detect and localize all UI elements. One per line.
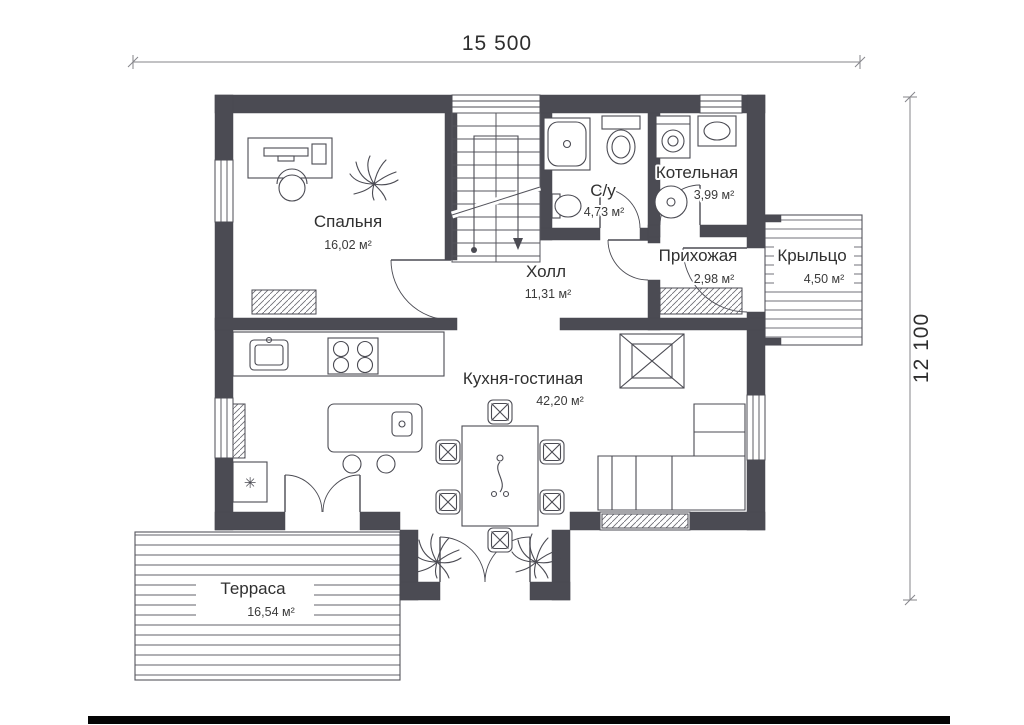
- dimension-height-label: 12 100: [910, 313, 933, 383]
- fireplace: [619, 333, 685, 389]
- desk-chair: [276, 168, 308, 202]
- room-area-boiler: 3,99 м²: [694, 188, 735, 202]
- windows: [214, 94, 766, 531]
- table-centerpiece: [490, 454, 510, 498]
- radiator: [251, 289, 317, 315]
- room-label-kitchen-living: Кухня-гостиная: [463, 369, 583, 388]
- room-area-kitchen-living: 42,20 м²: [536, 394, 584, 408]
- window-top-boiler: [699, 94, 743, 114]
- bay-double-door: [439, 536, 531, 583]
- boiler-sink: [697, 115, 737, 147]
- dining-set: [435, 399, 565, 553]
- toilet: [601, 115, 641, 165]
- dining-chair: [487, 527, 513, 553]
- room-label-bedroom: Спальня: [314, 212, 382, 231]
- dining-chair: [539, 489, 565, 515]
- plant-icon: [412, 533, 462, 579]
- room-label-terrace: Терраса: [220, 579, 286, 598]
- bathroom-fixtures: [543, 115, 641, 219]
- room-area-terrace: 16,54 м²: [247, 605, 295, 619]
- bar-stool: [342, 454, 362, 474]
- kitchen-island: [327, 403, 423, 474]
- dimension-width-label: 15 500: [462, 32, 532, 55]
- window-left-kitchen: [214, 397, 234, 459]
- living-furniture: [597, 333, 746, 511]
- room-labels: Спальня 16,02 м² С/у 4,73 м² Котельная 3…: [196, 161, 854, 622]
- kitchen-fixtures: ✳: [232, 331, 445, 503]
- washing-machine: [655, 115, 691, 159]
- water-tank: [654, 185, 688, 219]
- dimension-right: 12 100: [903, 91, 933, 606]
- bedroom-furniture: [247, 137, 399, 315]
- entry-to-hall-door: [607, 239, 649, 281]
- radiator: [659, 287, 743, 315]
- dining-chair: [487, 399, 513, 425]
- room-area-bedroom: 16,02 м²: [324, 238, 372, 252]
- radiator: [232, 403, 246, 459]
- room-label-porch: Крыльцо: [777, 246, 846, 265]
- bottom-bar: [88, 716, 950, 724]
- bathroom-door: [599, 187, 641, 229]
- window-left-bedroom: [214, 159, 234, 223]
- fridge-symbol: ✳: [244, 474, 257, 492]
- fridge: ✳: [232, 461, 268, 503]
- stove: [327, 337, 379, 375]
- kitchen-sink: [249, 336, 289, 371]
- room-area-hall: 11,31 м²: [525, 287, 572, 301]
- boiler-room-fixtures: [654, 115, 737, 219]
- window-bottom-living: [599, 511, 691, 531]
- window-right-kitchen: [746, 394, 766, 461]
- room-label-hall: Холл: [526, 262, 566, 281]
- dining-chair: [539, 439, 565, 465]
- desk: [247, 137, 333, 179]
- dimension-top: 15 500: [127, 32, 866, 69]
- dining-chair: [435, 489, 461, 515]
- stairs-direction-arrow: [471, 135, 523, 253]
- room-area-entry: 2,98 м²: [694, 272, 735, 286]
- bar-stool: [376, 454, 396, 474]
- room-label-bathroom: С/у: [590, 181, 616, 200]
- room-label-entry: Прихожая: [659, 246, 738, 265]
- room-area-bathroom: 4,73 м²: [584, 205, 625, 219]
- bedroom-door: [390, 259, 452, 321]
- window-top-stairs: [451, 94, 541, 114]
- corner-sofa: [597, 403, 746, 511]
- porch-label-bg: [774, 244, 854, 288]
- room-label-boiler: Котельная: [656, 163, 738, 182]
- shower: [543, 117, 591, 171]
- terrace-label-bg: [196, 578, 314, 622]
- terrace-double-door: [284, 474, 361, 513]
- dining-chair: [435, 439, 461, 465]
- walls: [214, 94, 766, 601]
- bathroom-sink: [551, 193, 582, 219]
- plant-icon: [349, 155, 399, 201]
- stairs: [450, 112, 542, 263]
- room-area-porch: 4,50 м²: [804, 272, 845, 286]
